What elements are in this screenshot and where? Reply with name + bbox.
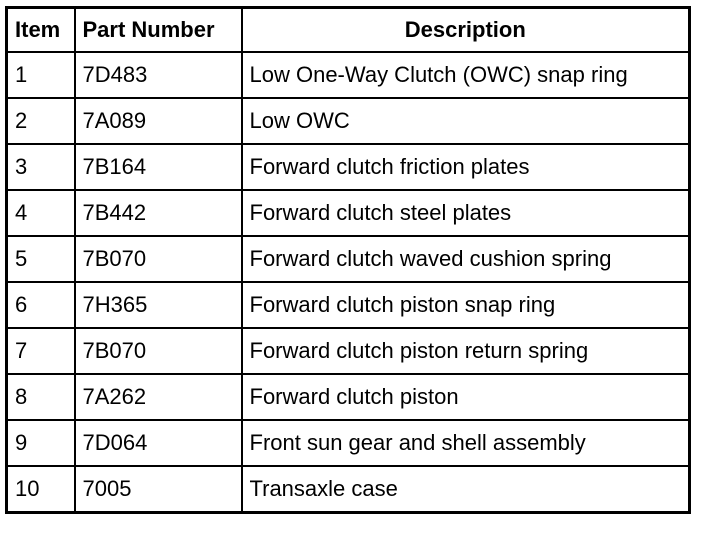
part-number-cell: 7H365 <box>73 281 243 329</box>
part-number-cell: 7D064 <box>73 419 243 467</box>
description-cell: Forward clutch steel plates <box>240 189 691 237</box>
description-cell: Forward clutch waved cushion spring <box>240 235 691 283</box>
parts-table: Item Part Number Description 1 7D483 Low… <box>5 6 691 514</box>
item-cell: 7 <box>5 327 76 375</box>
item-cell: 6 <box>5 281 76 329</box>
header-item: Item <box>5 6 76 53</box>
header-part-number: Part Number <box>73 6 243 53</box>
part-number-cell: 7B070 <box>73 327 243 375</box>
description-cell: Forward clutch piston return spring <box>240 327 691 375</box>
part-number-cell: 7B070 <box>73 235 243 283</box>
header-row: Item Part Number Description <box>5 6 691 53</box>
item-cell: 8 <box>5 373 76 421</box>
table-row: 10 7005 Transaxle case <box>5 465 691 514</box>
table-row: 5 7B070 Forward clutch waved cushion spr… <box>5 235 691 283</box>
table-row: 4 7B442 Forward clutch steel plates <box>5 189 691 237</box>
item-cell: 10 <box>5 465 76 514</box>
part-number-cell: 7A089 <box>73 97 243 145</box>
header-description: Description <box>240 6 691 53</box>
description-cell: Low OWC <box>240 97 691 145</box>
part-number-cell: 7D483 <box>73 51 243 99</box>
item-cell: 2 <box>5 97 76 145</box>
table-row: 7 7B070 Forward clutch piston return spr… <box>5 327 691 375</box>
table-row: 9 7D064 Front sun gear and shell assembl… <box>5 419 691 467</box>
description-cell: Transaxle case <box>240 465 691 514</box>
item-cell: 9 <box>5 419 76 467</box>
description-cell: Forward clutch piston snap ring <box>240 281 691 329</box>
item-cell: 5 <box>5 235 76 283</box>
item-cell: 3 <box>5 143 76 191</box>
table-row: 2 7A089 Low OWC <box>5 97 691 145</box>
part-number-cell: 7B442 <box>73 189 243 237</box>
item-cell: 4 <box>5 189 76 237</box>
part-number-cell: 7A262 <box>73 373 243 421</box>
table-row: 8 7A262 Forward clutch piston <box>5 373 691 421</box>
item-cell: 1 <box>5 51 76 99</box>
description-cell: Forward clutch friction plates <box>240 143 691 191</box>
description-cell: Forward clutch piston <box>240 373 691 421</box>
description-cell: Low One-Way Clutch (OWC) snap ring <box>240 51 691 99</box>
description-cell: Front sun gear and shell assembly <box>240 419 691 467</box>
table-row: 6 7H365 Forward clutch piston snap ring <box>5 281 691 329</box>
part-number-cell: 7005 <box>73 465 243 514</box>
table-row: 1 7D483 Low One-Way Clutch (OWC) snap ri… <box>5 51 691 99</box>
part-number-cell: 7B164 <box>73 143 243 191</box>
table-row: 3 7B164 Forward clutch friction plates <box>5 143 691 191</box>
